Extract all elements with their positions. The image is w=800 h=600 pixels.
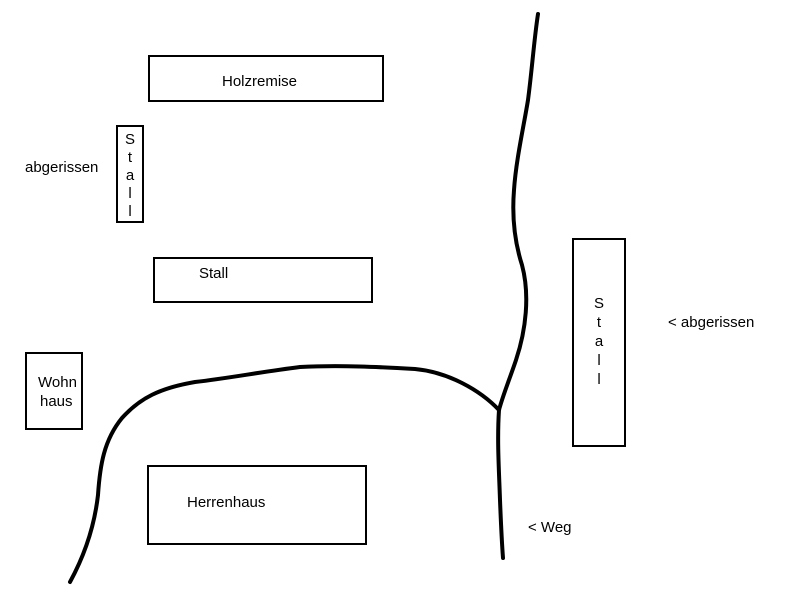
vertical-letter: S — [593, 295, 604, 312]
label-wohnhaus-line2: haus — [40, 393, 73, 410]
path-north-south — [496, 12, 540, 560]
vertical-letter: l — [597, 352, 601, 369]
label-stall-middle: Stall — [199, 265, 229, 282]
vertical-letter: S — [124, 131, 135, 148]
vertical-letter: l — [128, 203, 132, 220]
vertical-letter: t — [127, 149, 133, 166]
path-west-curve — [68, 364, 501, 584]
label-holzremise: Holzremise — [222, 73, 298, 90]
vertical-letter: l — [128, 185, 132, 202]
vertical-letter: a — [594, 333, 604, 350]
building-wohnhaus — [25, 352, 83, 430]
building-stall-middle — [153, 257, 373, 303]
building-holzremise — [148, 55, 384, 102]
label-herrenhaus: Herrenhaus — [187, 494, 266, 511]
note-abgerissen-left: abgerissen — [25, 159, 99, 176]
building-stall-right — [572, 238, 626, 447]
building-stall-small — [116, 125, 144, 223]
note-abgerissen-right: < abgerissen — [668, 314, 755, 331]
vertical-letter: l — [597, 371, 601, 388]
vertical-letter: a — [125, 167, 135, 184]
building-herrenhaus — [147, 465, 367, 545]
label-wohnhaus-line1: Wohn — [38, 374, 77, 391]
note-weg: < Weg — [528, 519, 572, 536]
vertical-letter: t — [596, 314, 602, 331]
